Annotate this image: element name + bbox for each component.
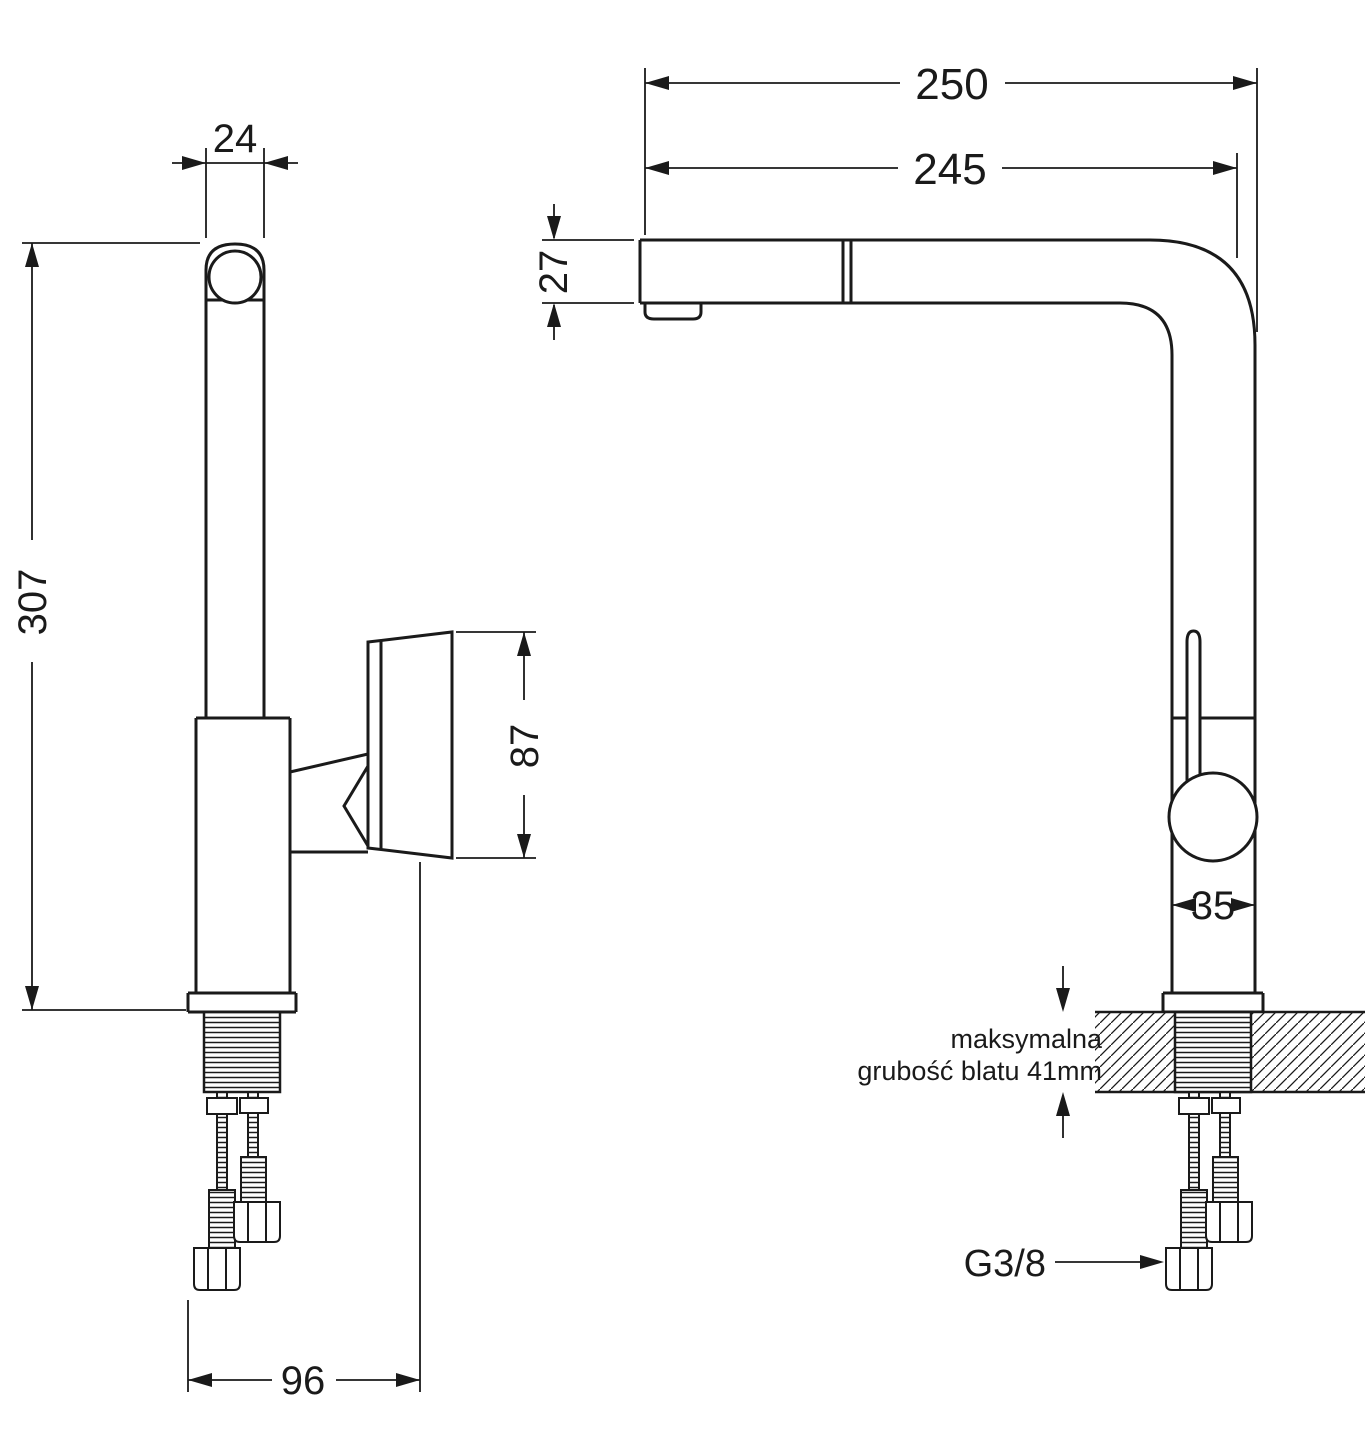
countertop-thickness-arrows [1056, 966, 1070, 1138]
arrowhead [645, 76, 669, 90]
hose-sleeve [208, 1189, 236, 1249]
spout-end-circle [207, 249, 263, 305]
mounting-hardware [193, 1091, 281, 1291]
dim-87 [456, 631, 536, 859]
handle-lever-front [1185, 629, 1202, 784]
arrowhead [547, 303, 561, 327]
dim-35-label: 35 [1191, 884, 1236, 928]
arrowhead [1056, 1092, 1070, 1116]
arrowhead [264, 156, 288, 170]
spout-arm-front [638, 238, 1257, 993]
dim-27-label: 27 [532, 250, 576, 295]
threaded-shank-front [1173, 1010, 1253, 1094]
threaded-shank-side [202, 1010, 282, 1094]
countertop-note-line2: grubość blatu 41mm [857, 1056, 1102, 1086]
front-view: 250 245 27 35 [532, 60, 1365, 1291]
dim-245-label: 245 [913, 145, 986, 194]
hose-sleeve [240, 1156, 267, 1203]
countertop-hatch [1251, 1013, 1365, 1091]
side-view: 24 307 87 96 [11, 117, 547, 1403]
arrowhead [645, 161, 669, 175]
arrowhead [1231, 898, 1255, 912]
arrowhead [396, 1373, 420, 1387]
arrowhead [1140, 1255, 1164, 1269]
dim-87-label: 87 [503, 724, 547, 769]
dim-35 [1172, 898, 1255, 912]
thread-size-leader [1055, 1255, 1164, 1269]
dim-245 [645, 153, 1238, 258]
dim-96 [187, 862, 421, 1392]
dim-27 [542, 204, 634, 340]
spout-pipe-side [204, 242, 266, 718]
dim-307-label: 307 [11, 569, 55, 636]
arrowhead [547, 216, 561, 240]
arrowhead [517, 632, 531, 656]
dim-24 [172, 148, 298, 238]
arrowhead [1213, 161, 1237, 175]
arrowhead [1056, 988, 1070, 1012]
dim-96-label: 96 [281, 1359, 326, 1403]
handle-ball-joint [1167, 771, 1259, 863]
arrowhead [517, 834, 531, 858]
stud-fitting [206, 1097, 238, 1115]
dim-24-label: 24 [213, 117, 258, 161]
thread-size-label: G3/8 [964, 1243, 1046, 1285]
stud-fitting [239, 1097, 269, 1114]
hose-hex-nut [233, 1201, 281, 1243]
aerator [643, 303, 703, 321]
countertop-hatch [1095, 1013, 1175, 1091]
arrowhead [1233, 76, 1257, 90]
dim-250 [644, 68, 1258, 332]
countertop-note-line1: maksymalna [950, 1024, 1103, 1054]
arrowhead [25, 243, 39, 267]
dim-250-label: 250 [915, 60, 988, 109]
arrowhead [25, 986, 39, 1010]
handle-side [366, 630, 454, 860]
countertop-section [1095, 1010, 1365, 1094]
arrowhead [188, 1373, 212, 1387]
arrowhead [182, 156, 206, 170]
arrowhead [1172, 898, 1196, 912]
dim-307 [22, 242, 200, 1011]
handle-connector [289, 752, 370, 854]
hose-hex-nut [193, 1247, 241, 1291]
